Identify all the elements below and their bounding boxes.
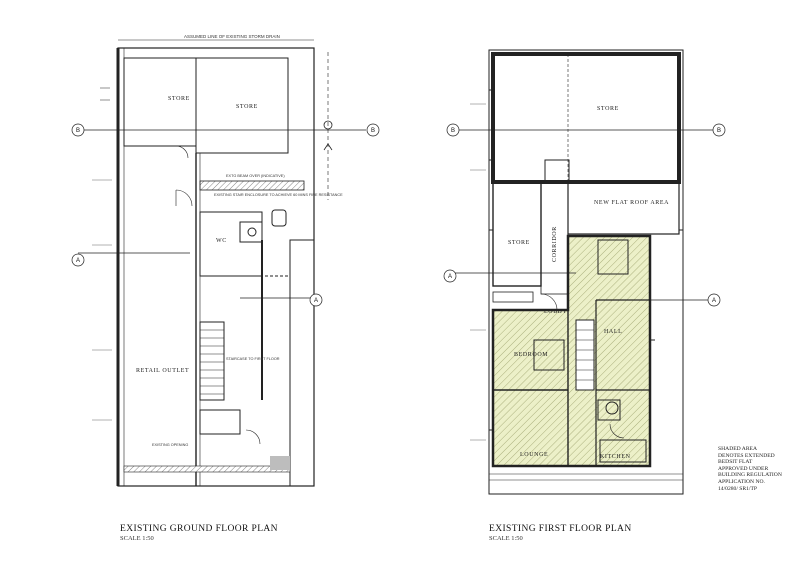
ground-note-opening: EXISTING OPENING bbox=[152, 443, 188, 447]
grid-label-b-first-right: B bbox=[717, 128, 721, 134]
first-room-bedroom: BEDROOM bbox=[514, 352, 548, 358]
grid-label-a-first-right: A bbox=[712, 298, 716, 304]
ground-room-wc: WC bbox=[216, 238, 227, 244]
ground-room-retail: RETAIL OUTLET bbox=[136, 368, 189, 374]
grid-label-a-left: A bbox=[76, 258, 80, 264]
grid-label-b-left: B bbox=[76, 128, 80, 134]
first-room-flat-roof: NEW FLAT ROOF AREA bbox=[594, 200, 669, 206]
ground-note-stair: STAIRCASE TO FIRST FLOOR bbox=[226, 357, 280, 361]
grid-label-b-right: B bbox=[371, 128, 375, 134]
grid-marker-b-right bbox=[366, 123, 380, 137]
svg-text:ASSUMED LINE OF EXISTING STORM: ASSUMED LINE OF EXISTING STORM DRAIN bbox=[184, 34, 280, 39]
ground-note-beam: EXTG BEAM OVER (INDICATIVE) bbox=[226, 174, 285, 178]
first-room-lobby: LOBBY bbox=[544, 309, 567, 315]
grid-marker-a-first-left bbox=[443, 269, 457, 283]
ground-grid-labels: B B A A bbox=[76, 128, 375, 304]
grid-marker-a-right bbox=[309, 293, 323, 307]
note-line-4: APPROVED UNDER bbox=[718, 465, 769, 472]
ground-room-store-2: STORE bbox=[236, 104, 258, 110]
grid-label-b-first-left: B bbox=[451, 128, 455, 134]
ground-floor-caption: EXISTING GROUND FLOOR PLAN SCALE 1:50 bbox=[120, 524, 278, 542]
grid-marker-b-left bbox=[71, 123, 85, 137]
grid-marker-a-left bbox=[71, 253, 85, 267]
shaded-area-note: SHADED AREA DENOTES EXTENDED BEDSIT FLAT… bbox=[718, 446, 782, 492]
note-line-6: APPLICATION NO. bbox=[718, 478, 765, 485]
first-room-store-2: STORE bbox=[508, 240, 530, 246]
grid-marker-a-first-right bbox=[707, 293, 721, 307]
note-line-2: DENOTES EXTENDED bbox=[718, 452, 775, 459]
first-room-store: STORE bbox=[597, 106, 619, 112]
note-line-5: BUILDING REGULATION bbox=[718, 472, 782, 479]
grid-label-a-right: A bbox=[314, 298, 318, 304]
note-line-7: 14/0280/ SR1/TP bbox=[718, 485, 758, 492]
note-line-3: BEDSIT FLAT bbox=[718, 459, 753, 466]
grid-marker-b-first-right bbox=[712, 123, 726, 137]
first-floor-caption: EXISTING FIRST FLOOR PLAN SCALE 1:50 bbox=[489, 524, 632, 542]
ground-grid-lines bbox=[71, 123, 380, 307]
first-room-lounge: LOUNGE bbox=[520, 452, 548, 458]
ground-floor-title: EXISTING GROUND FLOOR PLAN bbox=[120, 524, 278, 534]
first-grid-lines bbox=[443, 123, 726, 307]
ground-floor-plan: ASSUMED LINE OF EXISTING STORM DRAIN bbox=[100, 34, 333, 487]
first-floor-title: EXISTING FIRST FLOOR PLAN bbox=[489, 524, 632, 534]
first-room-hall: HALL bbox=[604, 329, 622, 335]
first-floor-scale: SCALE 1:50 bbox=[489, 535, 523, 542]
first-room-corridor: CORRIDOR bbox=[552, 226, 558, 262]
ground-note-fire: EXISTING STAIR ENCLOSURE TO ACHIEVE 60 M… bbox=[214, 193, 343, 197]
ground-room-store-1: STORE bbox=[168, 96, 190, 102]
first-floor-plan bbox=[488, 49, 684, 495]
first-room-kitchen: KITCHEN bbox=[600, 454, 631, 460]
grid-marker-b-first-left bbox=[446, 123, 460, 137]
ground-floor-scale: SCALE 1:50 bbox=[120, 535, 154, 542]
note-line-1: SHADED AREA bbox=[718, 446, 758, 452]
grid-label-a-first-left: A bbox=[448, 274, 452, 280]
